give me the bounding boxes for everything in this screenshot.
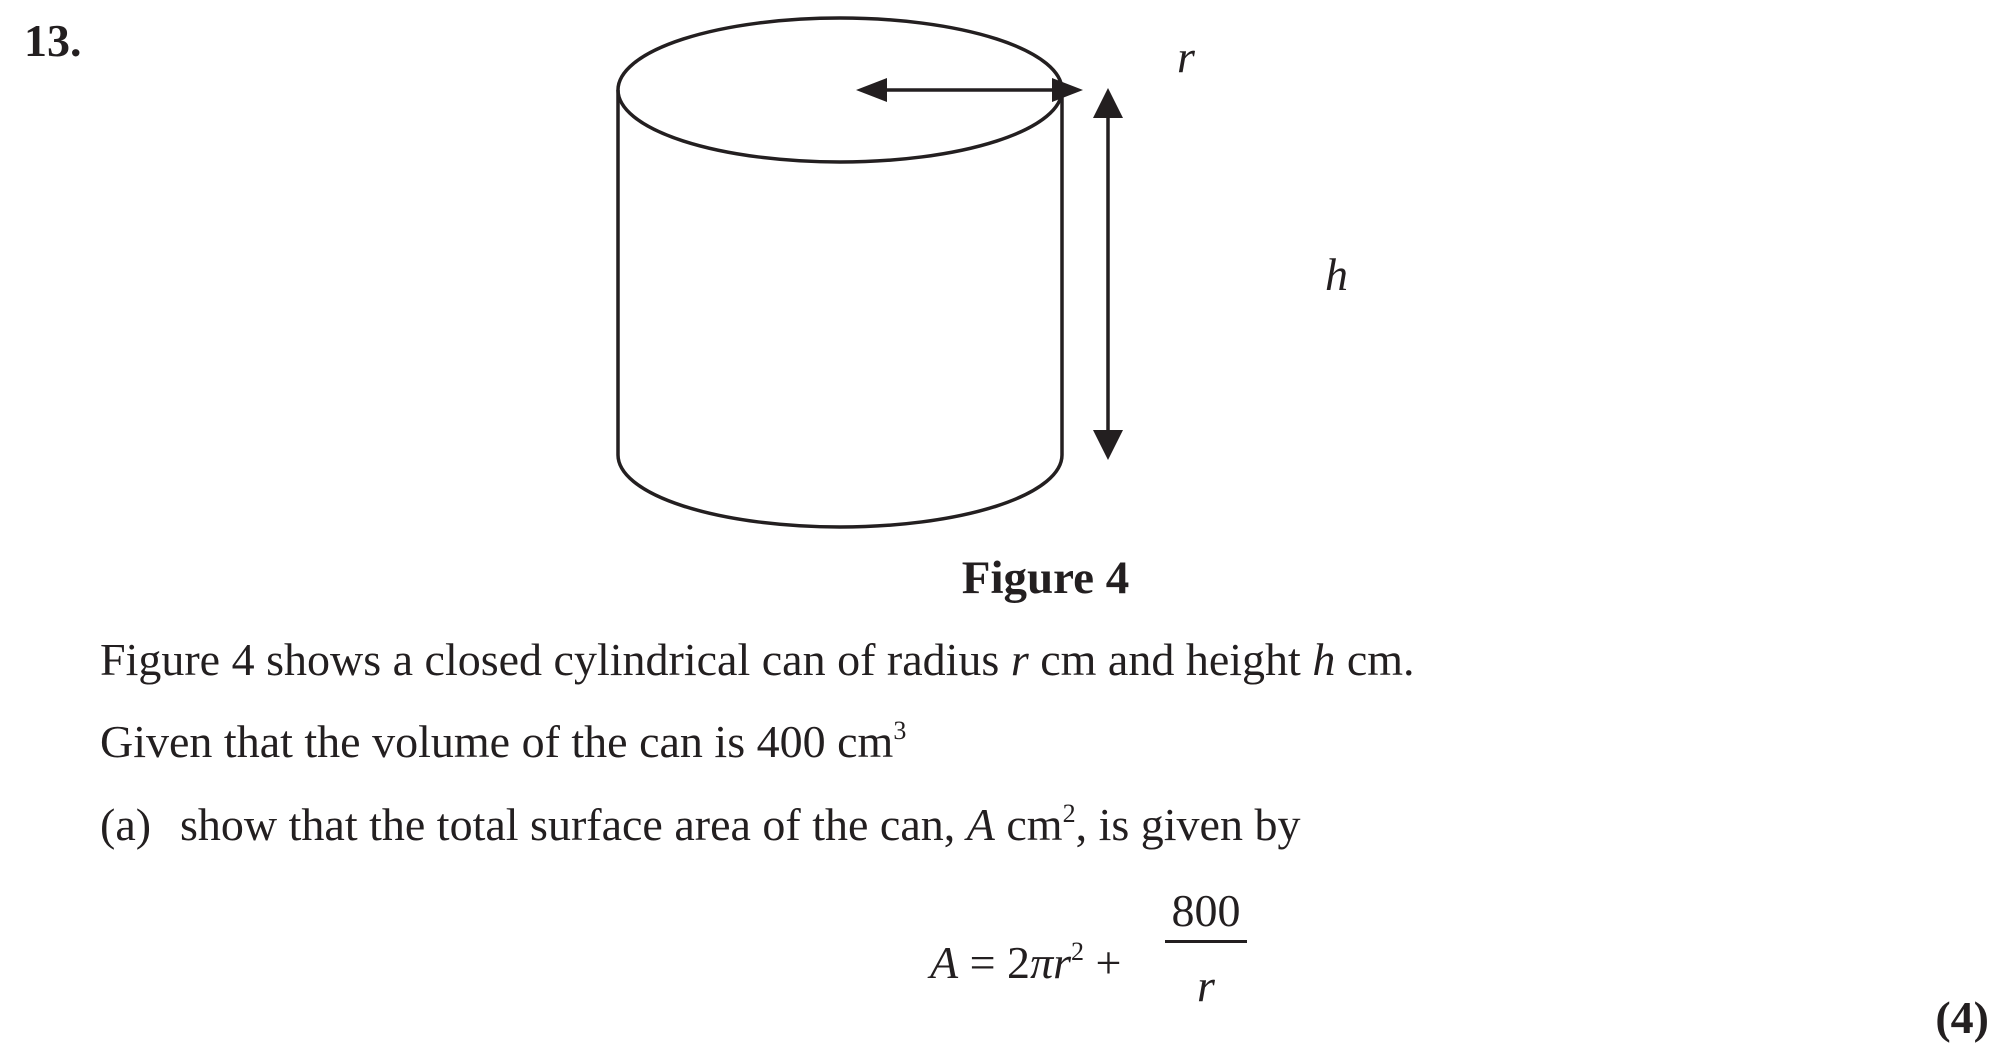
- formula-exponent: 2: [1071, 937, 1085, 966]
- radius-arrow: [856, 78, 1083, 102]
- volume-exponent: 3: [893, 716, 907, 745]
- formula-pi-r: πr: [1030, 937, 1072, 988]
- part-a-text-1: show that the total surface area of the …: [180, 799, 967, 850]
- desc-radius-var: r: [1010, 634, 1029, 685]
- figure-caption: Figure 4: [961, 552, 1130, 604]
- fraction-bar: [1165, 940, 1247, 943]
- part-a-area-var: A: [966, 799, 995, 850]
- paragraph-volume: Given that the volume of the can is 400 …: [100, 716, 907, 767]
- fraction-denominator: r: [1197, 960, 1215, 1011]
- part-a-text-2: cm: [994, 799, 1063, 850]
- cylinder: [616, 16, 1064, 529]
- radius-label: r: [1177, 31, 1196, 82]
- volume-text: Given that the volume of the can is 400 …: [100, 716, 894, 767]
- desc-text-2: cm and height: [1028, 634, 1313, 685]
- desc-height-var: h: [1312, 634, 1336, 685]
- marks-value: (4): [1935, 992, 1989, 1043]
- height-arrow: [1093, 88, 1123, 460]
- formula-lhs: A = 2πr2 +: [930, 937, 1122, 988]
- formula-eq: = 2: [958, 937, 1031, 988]
- cylinder-figure: r h: [616, 16, 1348, 529]
- part-a-text-3: , is given by: [1075, 799, 1301, 850]
- question-number: 13.: [24, 15, 82, 66]
- part-a-label: (a): [100, 799, 152, 850]
- part-a: (a) show that the total surface area of t…: [100, 799, 1301, 850]
- part-a-exponent: 2: [1062, 799, 1076, 828]
- desc-text-3: cm.: [1335, 634, 1415, 685]
- formula-A: A: [930, 937, 959, 988]
- desc-text-1: Figure 4 shows a closed cylindrical can …: [100, 634, 1011, 685]
- paragraph-description: Figure 4 shows a closed cylindrical can …: [100, 637, 1415, 683]
- formula-fraction: 800 r: [1165, 888, 1247, 1009]
- formula-plus: +: [1084, 937, 1122, 988]
- cylinder-bottom-arc: [616, 454, 1064, 529]
- height-label: h: [1325, 249, 1348, 300]
- fraction-numerator: 800: [1171, 885, 1241, 936]
